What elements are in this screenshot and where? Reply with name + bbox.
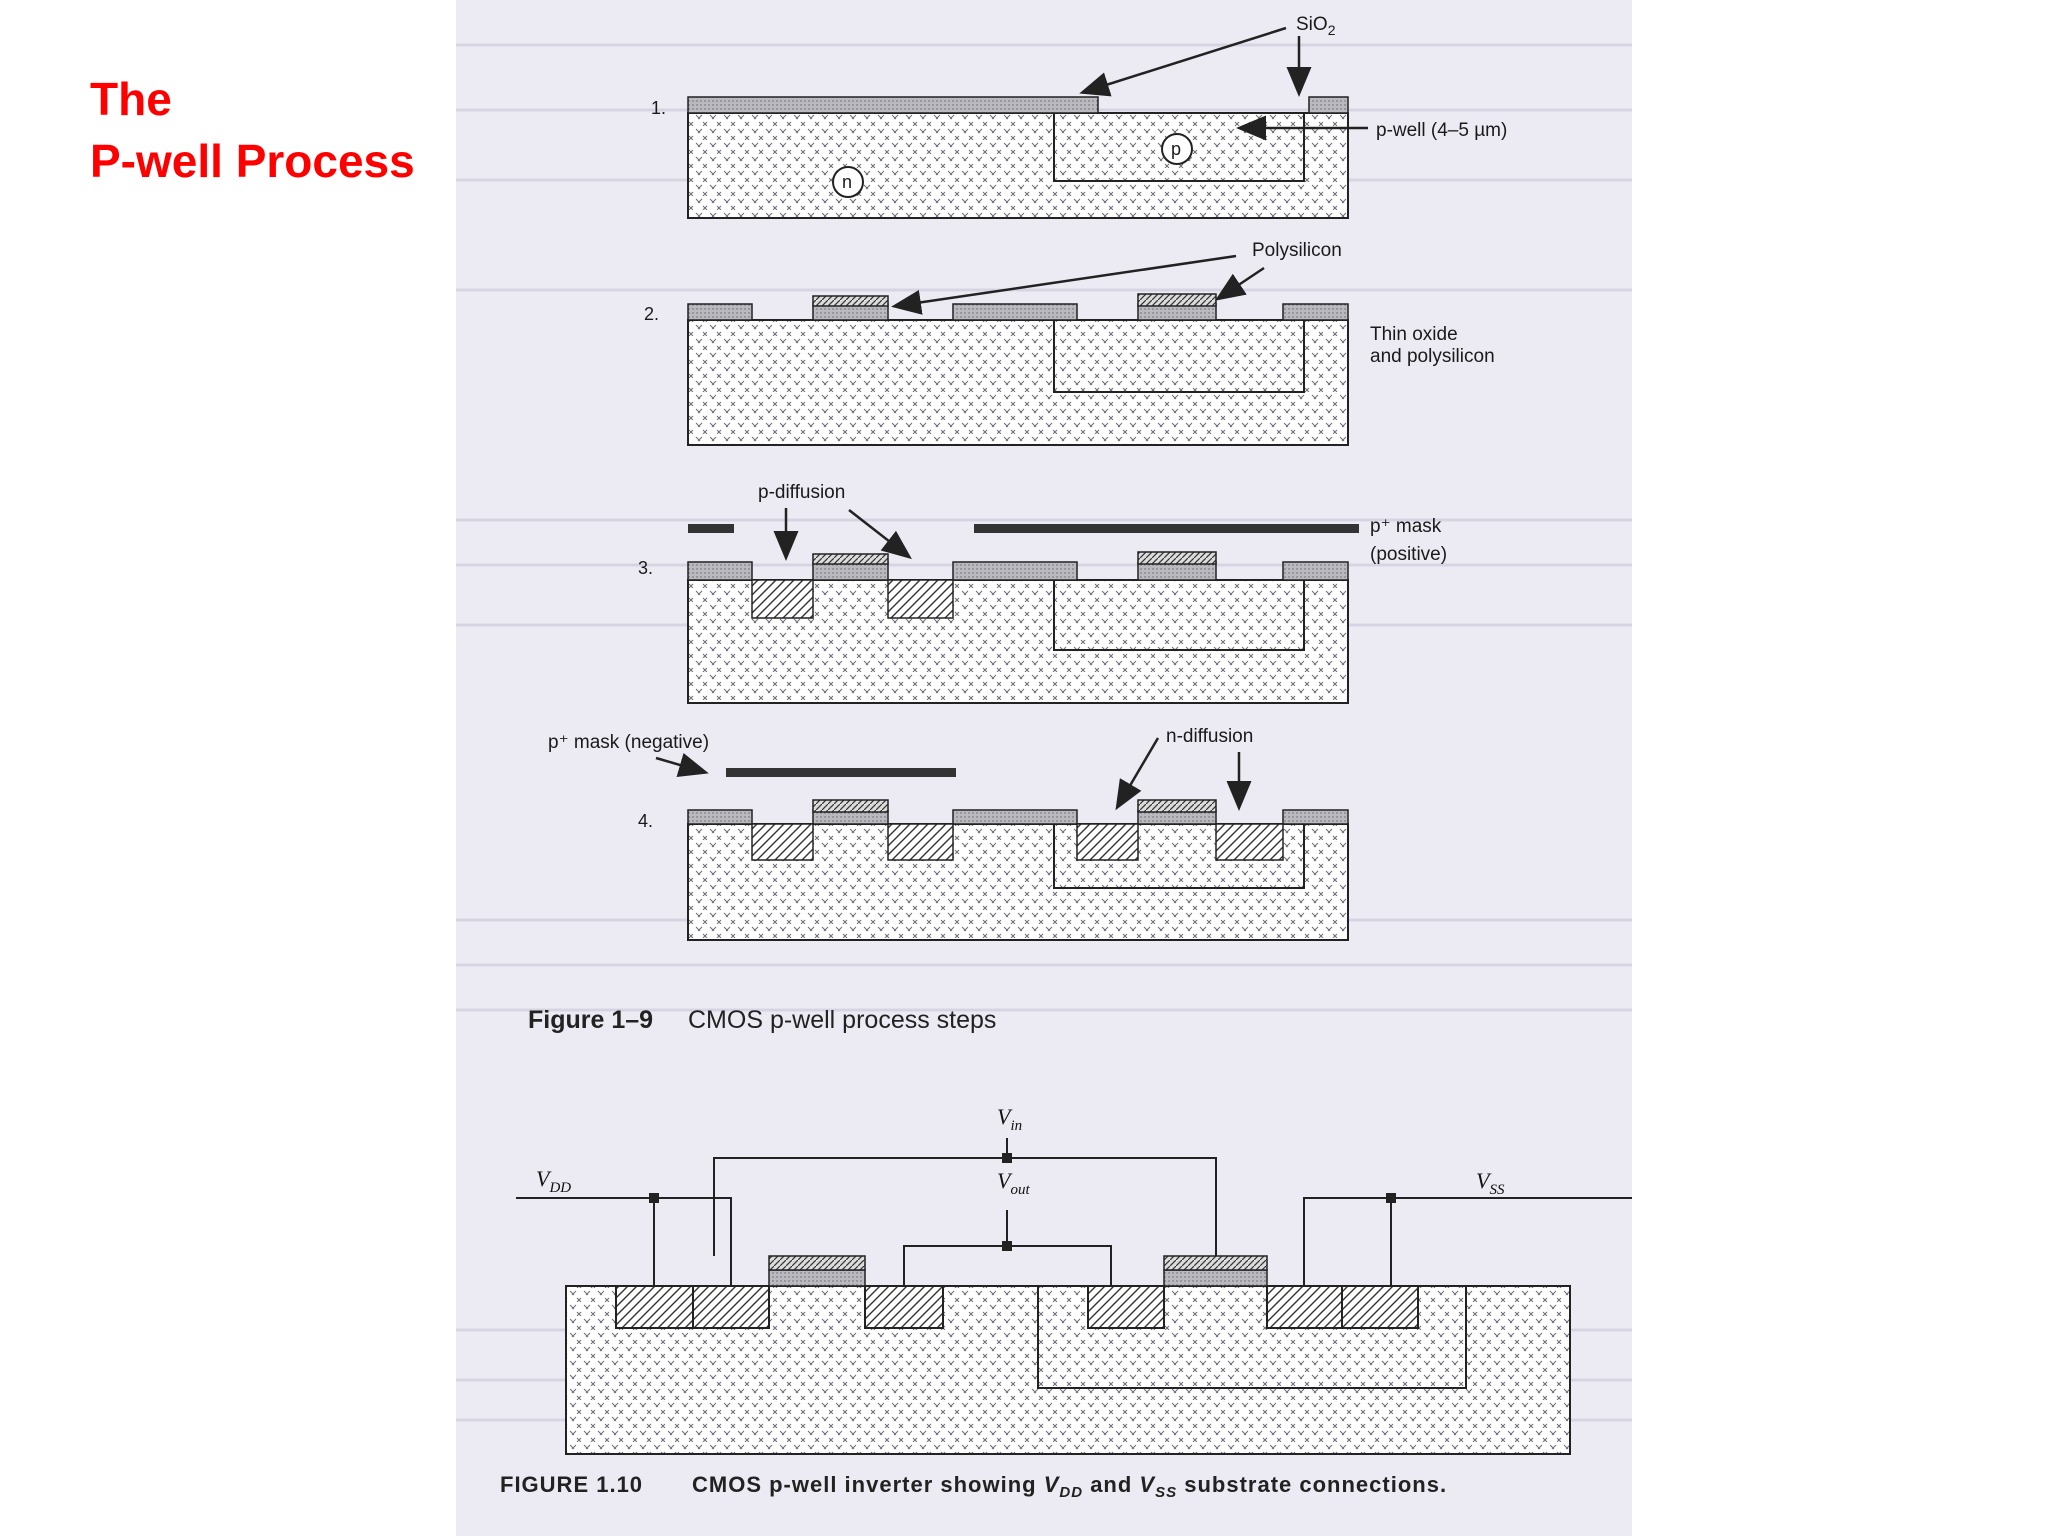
figure-1-9-caption: Figure 1–9 CMOS p-well process steps xyxy=(528,1006,996,1034)
step-2-cross-section: 2. Polysilicon Thin oxide and polysilico… xyxy=(644,240,1495,446)
figure-1-9-title: CMOS p-well process steps xyxy=(688,1006,996,1034)
step-1-cross-section: 1. n p SiO2 p-well (4–5 µm) xyxy=(651,14,1507,219)
step-3-number: 3. xyxy=(638,558,653,578)
p-well-label: p-well (4–5 µm) xyxy=(1376,120,1507,141)
p-mask-negative-label: p⁺ mask (negative) xyxy=(548,732,709,753)
step-1-number: 1. xyxy=(651,98,666,118)
step-2-number: 2. xyxy=(644,304,659,324)
p-region-label: p xyxy=(1171,139,1181,159)
n-diffusion-label: n-diffusion xyxy=(1166,726,1253,747)
textbook-scan: 1. n p SiO2 p-well (4–5 µm) 2. Polysilic… xyxy=(456,0,1632,1536)
figure-1-10-title: CMOS p-well inverter showing VDD and VSS… xyxy=(692,1472,1447,1501)
slide-title-line2: P-well Process xyxy=(90,135,415,187)
figure-1-10-caption: FIGURE 1.10 CMOS p-well inverter showing… xyxy=(500,1472,1447,1501)
vss-label: VSS xyxy=(1476,1168,1505,1198)
slide-title: The P-well Process xyxy=(90,68,415,192)
step-4-cross-section: 4. p⁺ mask (negative) n-diffusion xyxy=(548,726,1349,941)
thin-oxide-label-line2: and polysilicon xyxy=(1370,346,1495,367)
figure-1-10-number: FIGURE 1.10 xyxy=(500,1472,643,1497)
step-3-cross-section: 3. p-diffusion p⁺ mask (positive) xyxy=(638,482,1447,704)
vin-label: Vin xyxy=(997,1104,1022,1134)
p-diffusion-label: p-diffusion xyxy=(758,482,845,503)
n-region-label: n xyxy=(842,172,852,192)
thin-oxide-label-line1: Thin oxide xyxy=(1370,324,1458,345)
vout-label: Vout xyxy=(997,1168,1030,1198)
slide-title-line1: The xyxy=(90,73,172,125)
process-diagram: 1. n p SiO2 p-well (4–5 µm) 2. Polysilic… xyxy=(456,14,1632,1501)
p-mask-positive-label-line2: (positive) xyxy=(1370,544,1447,565)
polysilicon-label: Polysilicon xyxy=(1252,240,1342,261)
p-mask-positive-label-line1: p⁺ mask xyxy=(1370,516,1442,537)
step-4-number: 4. xyxy=(638,811,653,831)
sio2-label: SiO2 xyxy=(1296,14,1336,38)
inverter-cross-section: VDD VSS Vin Vout xyxy=(516,1104,1632,1455)
figure-1-9-number: Figure 1–9 xyxy=(528,1006,653,1034)
vdd-label: VDD xyxy=(536,1166,571,1196)
